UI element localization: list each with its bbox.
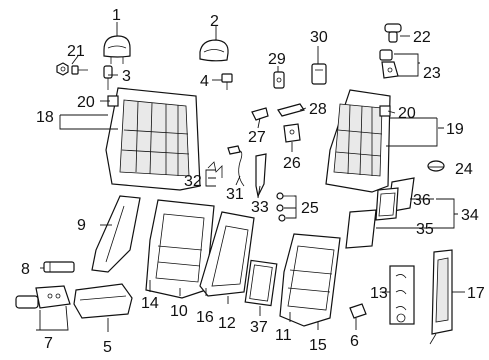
callout-37: 37 — [250, 319, 268, 336]
panel-34 — [375, 187, 399, 221]
callout-23: 23 — [423, 65, 441, 82]
callout-1: 1 — [112, 7, 121, 24]
callout-34: 34 — [461, 207, 479, 224]
strap-33 — [255, 153, 267, 198]
bracket-29 — [273, 71, 285, 89]
callout-24: 24 — [455, 161, 473, 178]
callout-35: 35 — [416, 221, 434, 238]
seat-cushion — [199, 211, 255, 297]
side-bolster — [91, 195, 141, 273]
trim-8 — [43, 261, 75, 273]
seatback-cover-left — [145, 199, 215, 299]
callout-10: 10 — [170, 303, 188, 320]
callout-29: 29 — [268, 51, 286, 68]
callout-20-left: 20 — [77, 94, 95, 111]
hinge-7 — [15, 285, 71, 309]
grommet — [384, 23, 402, 43]
bolt-nut — [56, 62, 88, 76]
clips-13 — [389, 265, 415, 325]
headrest-right — [199, 39, 229, 62]
callout-17: 17 — [467, 285, 485, 302]
clip-28 — [277, 103, 305, 117]
callout-21: 21 — [67, 43, 85, 60]
cable-31 — [227, 145, 245, 187]
seatback-frame-right — [325, 89, 391, 193]
callout-9: 9 — [77, 217, 86, 234]
callout-5: 5 — [103, 339, 112, 356]
callout-numbers: 1 2 3 4 5 6 7 8 9 10 11 12 13 14 15 16 1… — [21, 7, 485, 356]
callout-6: 6 — [350, 333, 359, 350]
callout-32: 32 — [184, 173, 202, 190]
callout-2: 2 — [210, 13, 219, 30]
bracket-30 — [311, 63, 327, 85]
callout-22: 22 — [413, 29, 431, 46]
frame-37 — [244, 259, 278, 307]
callout-13: 13 — [370, 285, 388, 302]
callout-20-right: 20 — [398, 105, 416, 122]
callout-18: 18 — [36, 109, 54, 126]
callout-26: 26 — [283, 155, 301, 172]
callout-8: 8 — [21, 261, 30, 278]
button-24 — [427, 160, 445, 172]
callout-19: 19 — [446, 121, 464, 138]
callout-15: 15 — [309, 337, 327, 354]
seatback-frame-left — [105, 87, 201, 191]
hinge-26 — [283, 123, 301, 143]
leader-lines — [36, 22, 465, 332]
callout-7: 7 — [44, 335, 53, 352]
callout-25: 25 — [301, 200, 319, 217]
callout-36: 36 — [413, 192, 431, 209]
callout-11: 11 — [275, 327, 292, 344]
headrest-left — [103, 35, 131, 64]
spring-32 — [207, 161, 223, 178]
cushion-5 — [73, 283, 133, 319]
seatback-cover-right — [279, 233, 341, 327]
cap-6 — [349, 303, 367, 319]
latch — [379, 49, 399, 79]
panel-17 — [429, 249, 453, 345]
callout-4: 4 — [200, 73, 209, 90]
callout-14: 14 — [141, 295, 159, 312]
callout-30: 30 — [310, 29, 328, 46]
callout-28: 28 — [309, 101, 327, 118]
clip-27 — [251, 107, 269, 121]
headrest-guide — [103, 65, 113, 90]
callout-33: 33 — [251, 199, 269, 216]
callout-31: 31 — [226, 186, 244, 203]
callout-3: 3 — [122, 68, 131, 85]
cover-35 — [345, 209, 377, 249]
screws-25 — [276, 192, 294, 222]
guide-sleeve — [221, 73, 233, 90]
callout-16: 16 — [196, 309, 214, 326]
callout-27: 27 — [248, 129, 266, 146]
callout-12: 12 — [218, 315, 236, 332]
